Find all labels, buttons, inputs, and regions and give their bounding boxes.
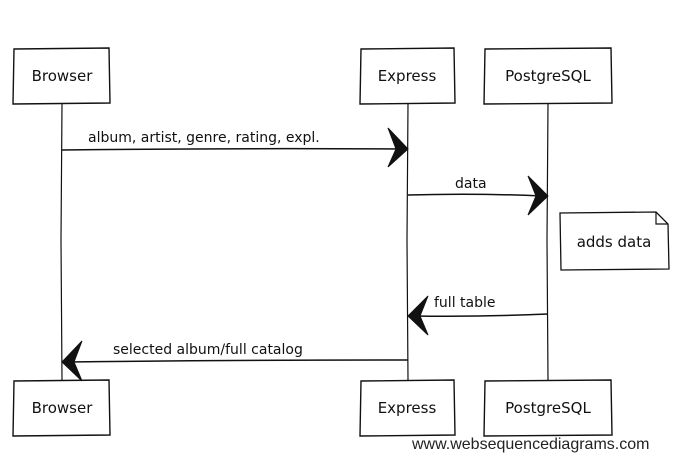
arrowhead-right [527,175,549,216]
message-3: full table [407,295,549,336]
message-2: data [407,175,549,216]
participant-browser-label-bottom: Browser [32,399,94,417]
message-1-label: album, artist, genre, rating, expl. [88,130,320,146]
lifeline-express [406,103,409,381]
watermark: www.websequencediagrams.com [412,436,650,453]
participant-postgres-label: PostgreSQL [505,67,591,85]
participant-express-top: Express [359,47,456,105]
message-3-label: full table [434,295,496,311]
participant-postgres-bottom: PostgreSQL [483,379,613,437]
message-2-label: data [455,176,487,192]
participant-browser-top: Browser [12,47,111,105]
lifeline-browser [60,103,63,381]
arrowhead-left [407,295,429,336]
participant-browser-label: Browser [32,67,94,85]
participant-postgres-top: PostgreSQL [483,47,613,105]
participant-express-label: Express [378,67,437,85]
arrowhead-right [387,127,409,168]
arrowhead-left [61,340,83,382]
message-4-label: selected album/full catalog [113,342,303,358]
message-1: album, artist, genre, rating, expl. [61,127,409,168]
participant-postgres-label-bottom: PostgreSQL [505,399,591,417]
note-label: adds data [577,233,652,251]
message-4: selected album/full catalog [61,340,409,382]
note-adds-data: adds data [559,211,670,271]
participant-browser-bottom: Browser [12,379,111,437]
participant-express-bottom: Express [359,379,456,437]
lifeline-postgres [546,103,549,381]
participant-express-label-bottom: Express [378,399,437,417]
